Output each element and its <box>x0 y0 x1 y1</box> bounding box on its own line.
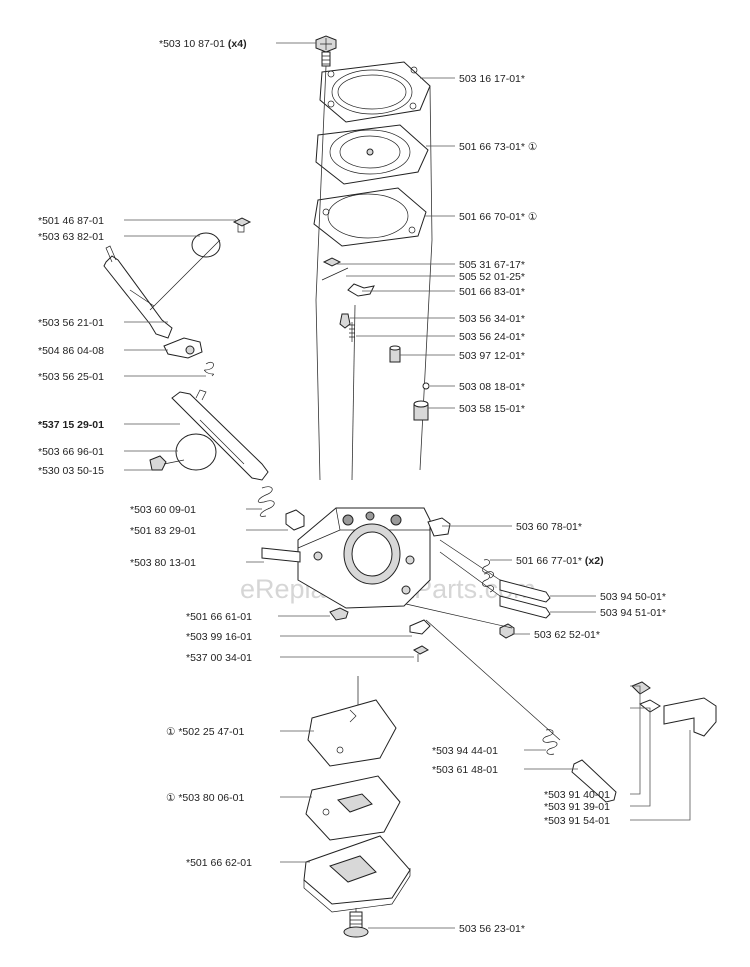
part-label: 501 66 73-01* ① <box>459 141 538 153</box>
gasket-part <box>313 187 427 247</box>
part-label: 501 66 70-01* ① <box>459 211 538 223</box>
leader-lines <box>124 42 691 929</box>
part-label: *503 80 13-01 <box>130 557 196 569</box>
part-label: *501 83 29-01 <box>130 525 196 537</box>
part-label: ① *503 80 06-01 <box>166 792 244 804</box>
part-label: *501 46 87-01 <box>38 215 104 227</box>
part-label: *501 66 61-01 <box>186 611 252 623</box>
inlet-needle-group <box>321 257 375 342</box>
part-label: *503 66 96-01 <box>38 446 104 458</box>
part-label: 505 52 01-25* <box>459 271 525 283</box>
part-label: 501 66 77-01* (x2) <box>516 555 604 567</box>
part-label: *537 15 29-01 <box>38 419 104 431</box>
top-screw-part <box>315 35 337 67</box>
part-label: 503 94 51-01* <box>600 607 666 619</box>
part-label: *503 56 21-01 <box>38 317 104 329</box>
adjusting-needles-part <box>439 539 551 619</box>
part-label: *503 91 39-01 <box>544 801 610 813</box>
small-screws-part <box>329 603 515 662</box>
part-label: *530 03 50-15 <box>38 465 104 477</box>
cover-plate-part <box>319 61 431 123</box>
part-labels: *503 10 87-01 (x4) 503 16 17-01* 501 66 … <box>38 38 666 935</box>
part-label: 503 58 15-01* <box>459 403 525 415</box>
part-label: *503 10 87-01 (x4) <box>159 38 247 50</box>
jet-parts <box>389 345 430 421</box>
part-label: *503 63 82-01 <box>38 231 104 243</box>
part-label: 503 16 17-01* <box>459 73 525 85</box>
part-label: *503 91 54-01 <box>544 815 610 827</box>
part-label: ① *502 25 47-01 <box>166 726 244 738</box>
part-label: 503 08 18-01* <box>459 381 525 393</box>
part-label: *503 91 40-01 <box>544 789 610 801</box>
pin-part <box>261 547 301 563</box>
pump-cover-part <box>303 835 411 913</box>
part-label: 503 60 78-01* <box>516 521 582 533</box>
part-label: 503 56 24-01* <box>459 331 525 343</box>
throttle-spring-part <box>257 486 305 531</box>
pump-gasket-part <box>305 775 401 841</box>
choke-shaft-part <box>103 217 252 339</box>
part-label: 501 66 83-01* <box>459 286 525 298</box>
part-label: *503 61 48-01 <box>432 764 498 776</box>
part-label: *504 86 04-08 <box>38 345 104 357</box>
choke-lever-part <box>163 337 214 377</box>
carburetor-body-part <box>297 507 451 609</box>
bottom-screw-part <box>343 908 369 938</box>
part-label: *501 66 62-01 <box>186 857 252 869</box>
pump-diaphragm-part <box>307 699 397 767</box>
part-label: *503 99 16-01 <box>186 631 252 643</box>
part-label: *503 56 25-01 <box>38 371 104 383</box>
idle-screw-part <box>425 619 617 803</box>
diaphragm-part <box>315 124 429 185</box>
link-parts <box>631 681 717 737</box>
part-label: 503 97 12-01* <box>459 350 525 362</box>
part-label: 505 31 67-17* <box>459 259 525 271</box>
part-label: 503 94 50-01* <box>600 591 666 603</box>
part-label: 503 56 23-01* <box>459 923 525 935</box>
part-label: *503 60 09-01 <box>130 504 196 516</box>
part-label: 503 62 52-01* <box>534 629 600 641</box>
part-label: *503 94 44-01 <box>432 745 498 757</box>
part-label: *537 00 34-01 <box>186 652 252 664</box>
part-label: 503 56 34-01* <box>459 313 525 325</box>
throttle-shaft-part <box>149 389 269 481</box>
